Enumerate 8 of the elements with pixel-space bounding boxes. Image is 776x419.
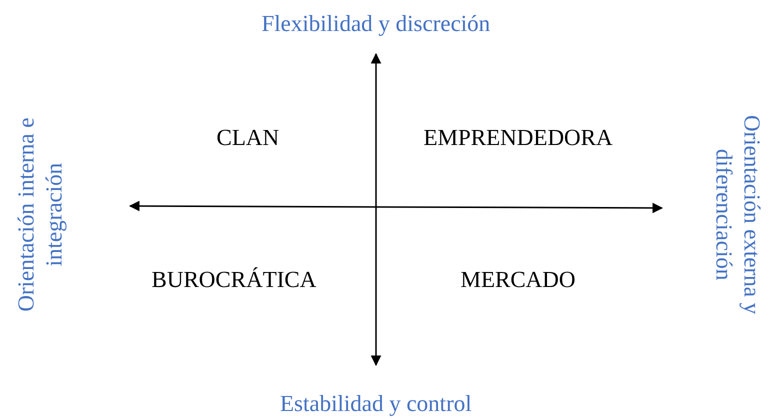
quadrant-label: MERCADO <box>460 266 576 294</box>
axis-label: Orientación externa y diferenciación <box>711 113 766 316</box>
quadrant-label: BUROCRÁTICA <box>152 266 316 294</box>
axis-label: Flexibilidad y discreción <box>262 10 490 38</box>
axis-label: Orientación interna e integración <box>12 116 68 314</box>
axis-label: Estabilidad y control <box>280 390 472 418</box>
quadrant-label: CLAN <box>216 124 280 152</box>
quadrant-label: EMPRENDEDORA <box>424 124 613 152</box>
